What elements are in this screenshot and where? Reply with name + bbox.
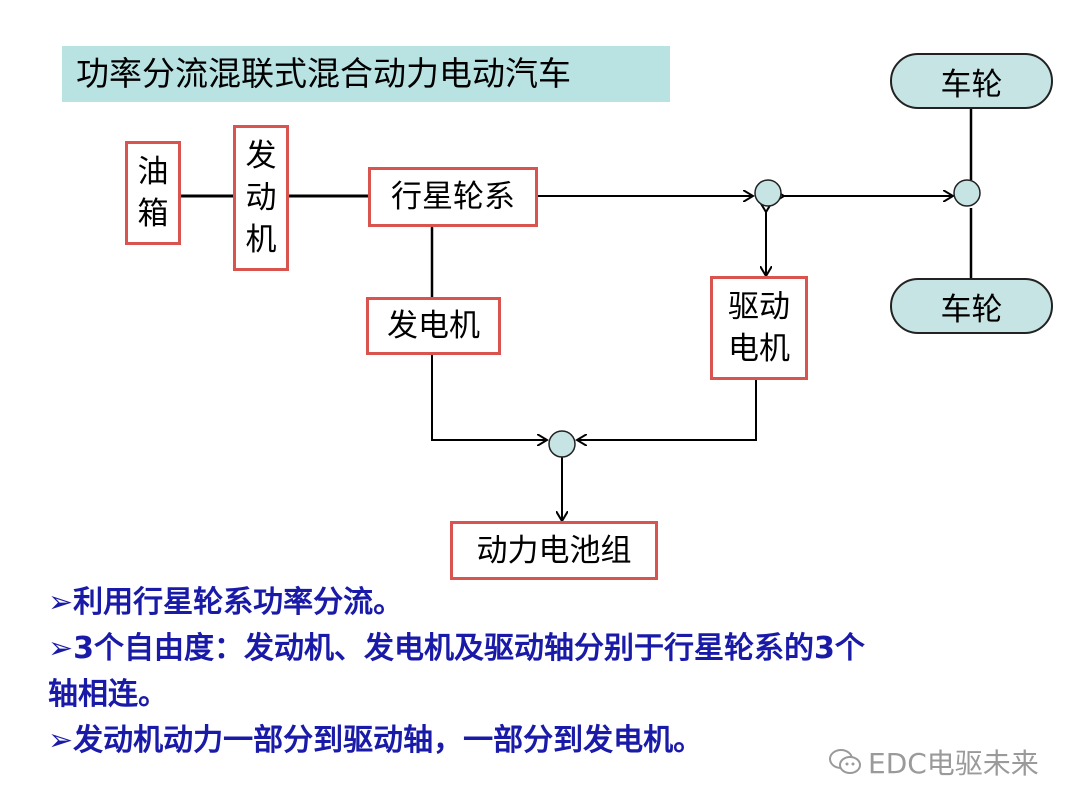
- diagram-title: 功率分流混联式混合动力电动汽车: [62, 46, 670, 102]
- bullet-arrow-icon: ➢: [48, 631, 74, 666]
- bullet-continuation: 轴相连。: [48, 672, 1038, 718]
- wheel-top: 车轮: [890, 53, 1053, 109]
- bullet-text: 轴相连。: [48, 677, 168, 712]
- wheel-bottom: 车轮: [890, 278, 1053, 334]
- battery-pack-box: 动力电池组: [450, 521, 658, 580]
- generator-to-junction-arrow: [431, 355, 547, 440]
- bullet-item: ➢3个自由度：发动机、发电机及驱动轴分别于行星轮系的3个: [48, 626, 1038, 672]
- junction-node-wheels: [953, 179, 981, 207]
- fuel-tank-box: 油 箱: [125, 141, 181, 245]
- bullet-text: 3个自由度：发动机、发电机及驱动轴分别于行星轮系的3个: [73, 631, 865, 666]
- bullet-item: ➢利用行星轮系功率分流。: [48, 580, 1038, 626]
- wechat-icon: [829, 749, 861, 774]
- watermark-text: EDC电驱未来: [868, 747, 1039, 780]
- bullet-arrow-icon: ➢: [48, 723, 74, 758]
- drive-motor-box: 驱动 电机: [710, 276, 808, 380]
- bullet-text: 发动机动力一部分到驱动轴，一部分到发电机。: [73, 723, 704, 758]
- watermark: EDC电驱未来: [828, 742, 1039, 782]
- bullet-arrow-icon: ➢: [48, 585, 74, 620]
- bullet-list: ➢利用行星轮系功率分流。 ➢3个自由度：发动机、发电机及驱动轴分别于行星轮系的3…: [48, 580, 1038, 764]
- bullet-text: 利用行星轮系功率分流。: [73, 585, 404, 620]
- generator-box: 发电机: [366, 297, 501, 355]
- junction-node-drive: [754, 179, 782, 207]
- junction-node-battery: [548, 430, 576, 458]
- bullet-item: ➢发动机动力一部分到驱动轴，一部分到发电机。: [48, 718, 1038, 764]
- engine-box: 发 动 机: [233, 125, 289, 271]
- powertrain-diagram: [181, 107, 981, 590]
- planetary-gear-box: 行星轮系: [368, 167, 538, 227]
- drive-motor-to-junction-arrow: [577, 380, 757, 440]
